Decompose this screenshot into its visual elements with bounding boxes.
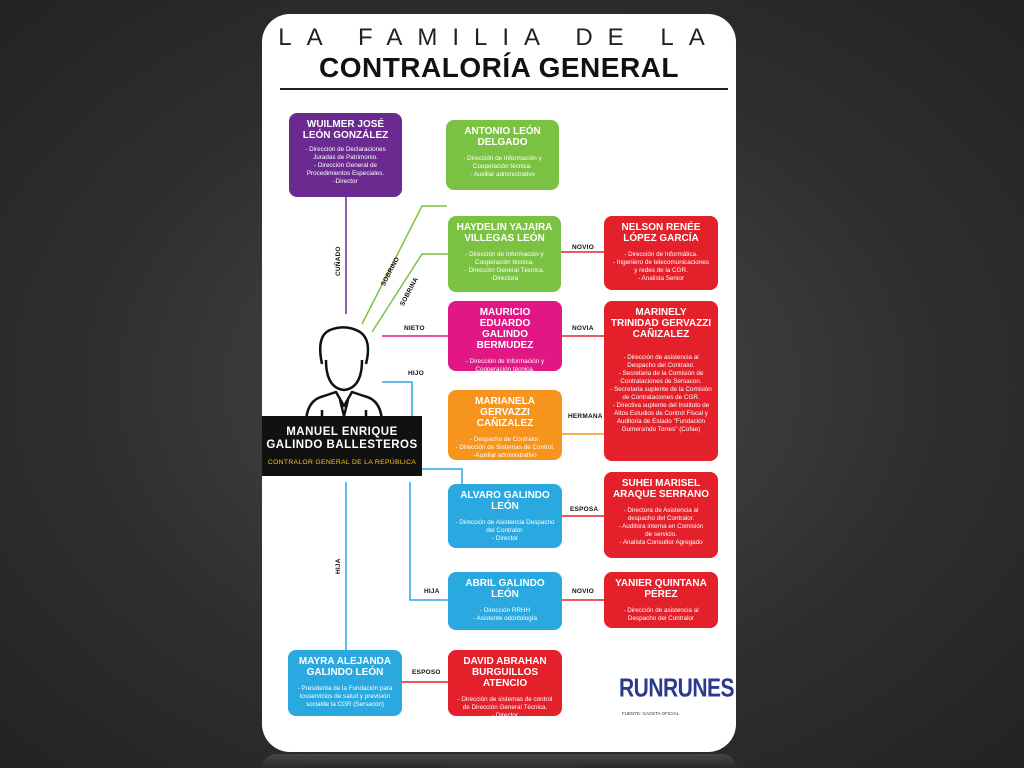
person-antonio: ANTONIO LEÓN DELGADO - Dirección de Info… — [446, 120, 559, 190]
relation-novia: NOVIA — [572, 325, 594, 332]
person-marinely: MARINELY TRINIDAD GERVAZZI CAÑIZALEZ - D… — [604, 301, 718, 461]
main-person-name-line-2: GALINDO BALLESTEROS — [266, 439, 418, 451]
person-mayra: MAYRA ALEJANDA GALINDO LEÓN - Presidenta… — [288, 650, 402, 716]
person-desc: - Presidenta de la Fundación para losser… — [297, 685, 393, 708]
person-name: ABRIL GALINDO LEÓN — [465, 578, 545, 600]
person-desc: - Dirección de Información y Cooperación… — [463, 155, 542, 178]
infographic-card: LA FAMILIA DE LA CONTRALORÍA GENERAL — [262, 14, 736, 752]
relation-hijo: HIJO — [408, 370, 424, 377]
relation-hija-mayra: HIJA — [335, 558, 342, 574]
person-name: NELSON RENÉE LÓPEZ GARCÍA — [621, 222, 701, 244]
person-desc: - Dirección de Información y Cooperación… — [465, 358, 545, 381]
title-line-2: CONTRALORÍA GENERAL — [318, 52, 679, 83]
person-name: MARIANELA GERVAZZI CAÑIZALEZ — [475, 396, 535, 429]
main-person-name-line-1: MANUEL ENRIQUE — [286, 426, 398, 438]
person-desc: - Dirección de Declaraciones Juradas de … — [305, 146, 386, 185]
person-name: HAYDELIN YAJAIRA VILLEGAS LEÓN — [456, 222, 553, 244]
person-suhei: SUHEI MARISEL ARAQUE SERRANO - Directora… — [604, 472, 718, 558]
person-yanier: YANIER QUINTANA PÉREZ - Dirección de asi… — [604, 572, 718, 628]
card-reflection — [262, 754, 736, 768]
relation-novio2: NOVIO — [572, 588, 594, 595]
person-desc: - Dirección de Asistencia Despacho del C… — [455, 519, 555, 542]
person-nelson: NELSON RENÉE LÓPEZ GARCÍA - Dirección de… — [604, 216, 718, 290]
relation-esposo: ESPOSO — [412, 669, 441, 676]
source-note: FUENTE: GACETA OFICIAL — [622, 711, 680, 716]
person-name: YANIER QUINTANA PÉREZ — [615, 578, 707, 600]
person-desc: - Dirección de sistemas de control de Di… — [457, 696, 553, 719]
person-desc: - Dirección de asistencia al Despacho de… — [623, 607, 699, 622]
person-haydelin: HAYDELIN YAJAIRA VILLEGAS LEÓN - Direcci… — [448, 216, 561, 292]
person-alvaro: ALVARO GALINDO LEÓN - Dirección de Asist… — [448, 484, 562, 548]
person-abril: ABRIL GALINDO LEÓN - Dirección RRHH - As… — [448, 572, 562, 630]
person-david: DAVID ABRAHAN BURGUILLOS ATENCIO - Direc… — [448, 650, 562, 719]
person-desc: - Dirección RRHH - Asistente odontología — [472, 607, 538, 622]
line-sobrino — [361, 205, 447, 325]
relation-hija-abril: HIJA — [424, 588, 440, 595]
person-marianela: MARIANELA GERVAZZI CAÑIZALEZ - Despacho … — [448, 390, 562, 460]
person-desc: - Despacho de Contralor. - Dirección de … — [455, 436, 555, 459]
person-name: ALVARO GALINDO LEÓN — [460, 490, 550, 512]
person-name: MAYRA ALEJANDA GALINDO LEÓN — [298, 656, 392, 678]
person-wuilmer: WUILMER JOSÉ LEÓN GONZÁLEZ - Dirección d… — [289, 113, 402, 197]
main-person-role: CONTRALOR GENERAL DE LA REPÚBLICA — [267, 459, 417, 466]
person-mauricio: MAURICIO EDUARDO GALINDO BERMUDEZ - Dire… — [448, 301, 562, 381]
title-rule — [280, 88, 728, 90]
relation-novio1: NOVIO — [572, 244, 594, 251]
main-person-box: MANUEL ENRIQUE GALINDO BALLESTEROS CONTR… — [262, 416, 422, 476]
person-desc: - Dirección de Información y Cooperación… — [464, 251, 545, 282]
line-sobrina — [371, 253, 450, 333]
title-line-1: LA FAMILIA DE LA — [278, 24, 720, 51]
person-desc: - Directora de Asistencia al despacho de… — [618, 507, 704, 546]
relation-nieto: NIETO — [404, 325, 425, 332]
person-desc: - Dirección de Informática. - Ingeniero … — [613, 251, 709, 282]
relation-cunado: CUÑADO — [335, 246, 342, 276]
runrunes-logo: RUNRUNES — [619, 674, 735, 703]
person-name: MAURICIO EDUARDO GALINDO BERMUDEZ — [476, 307, 534, 351]
person-name: ANTONIO LEÓN DELGADO — [464, 126, 541, 148]
relation-esposa: ESPOSA — [570, 506, 599, 513]
person-silhouette-icon — [304, 326, 384, 425]
person-name: MARINELY TRINIDAD GERVAZZI CAÑIZALEZ — [610, 307, 712, 340]
line-hija-abril — [409, 482, 448, 601]
person-desc: - Dirección de asistencia al Despacho de… — [610, 354, 712, 433]
person-name: SUHEI MARISEL ARAQUE SERRANO — [612, 478, 710, 500]
relation-hermana: HERMANA — [568, 413, 603, 420]
person-name: WUILMER JOSÉ LEÓN GONZÁLEZ — [302, 119, 389, 141]
person-name: DAVID ABRAHAN BURGUILLOS ATENCIO — [463, 656, 547, 689]
